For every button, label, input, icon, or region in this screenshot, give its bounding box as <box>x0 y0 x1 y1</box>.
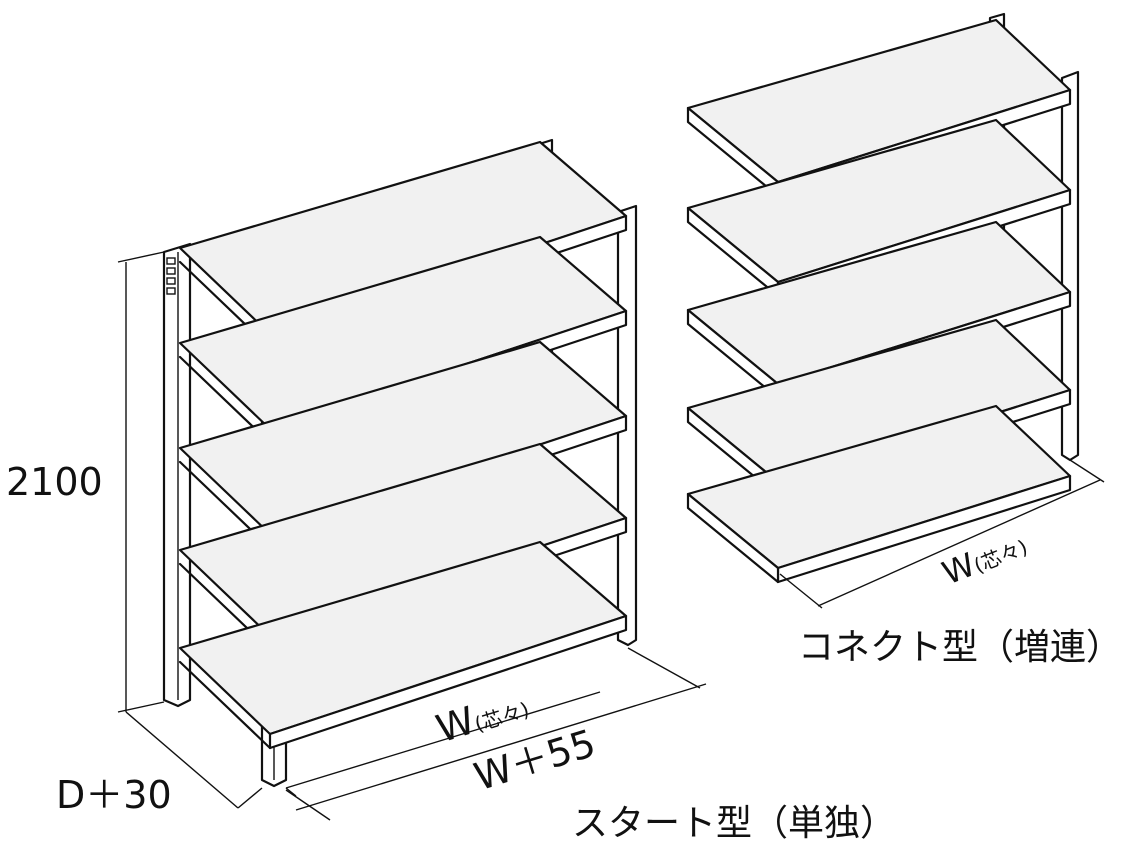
connect-shelves <box>686 18 1072 584</box>
start-shelf-side-5 <box>178 660 272 750</box>
height-label: 2100 <box>6 460 103 504</box>
start-back-post-slots <box>166 257 176 295</box>
start-shelves <box>178 140 628 750</box>
connect-shelf-side-5 <box>686 492 780 584</box>
start-shelf-lip-5 <box>268 614 628 750</box>
start-type-caption: スタート型（単独） <box>572 803 897 844</box>
start-type-unit <box>162 138 638 788</box>
connect-type-caption: コネクト型（増連） <box>798 627 1123 668</box>
start-back-post <box>162 242 192 708</box>
depth-label: D＋30 <box>56 773 172 817</box>
dimension-lines <box>117 251 1105 821</box>
connect-type-unit <box>686 12 1080 584</box>
